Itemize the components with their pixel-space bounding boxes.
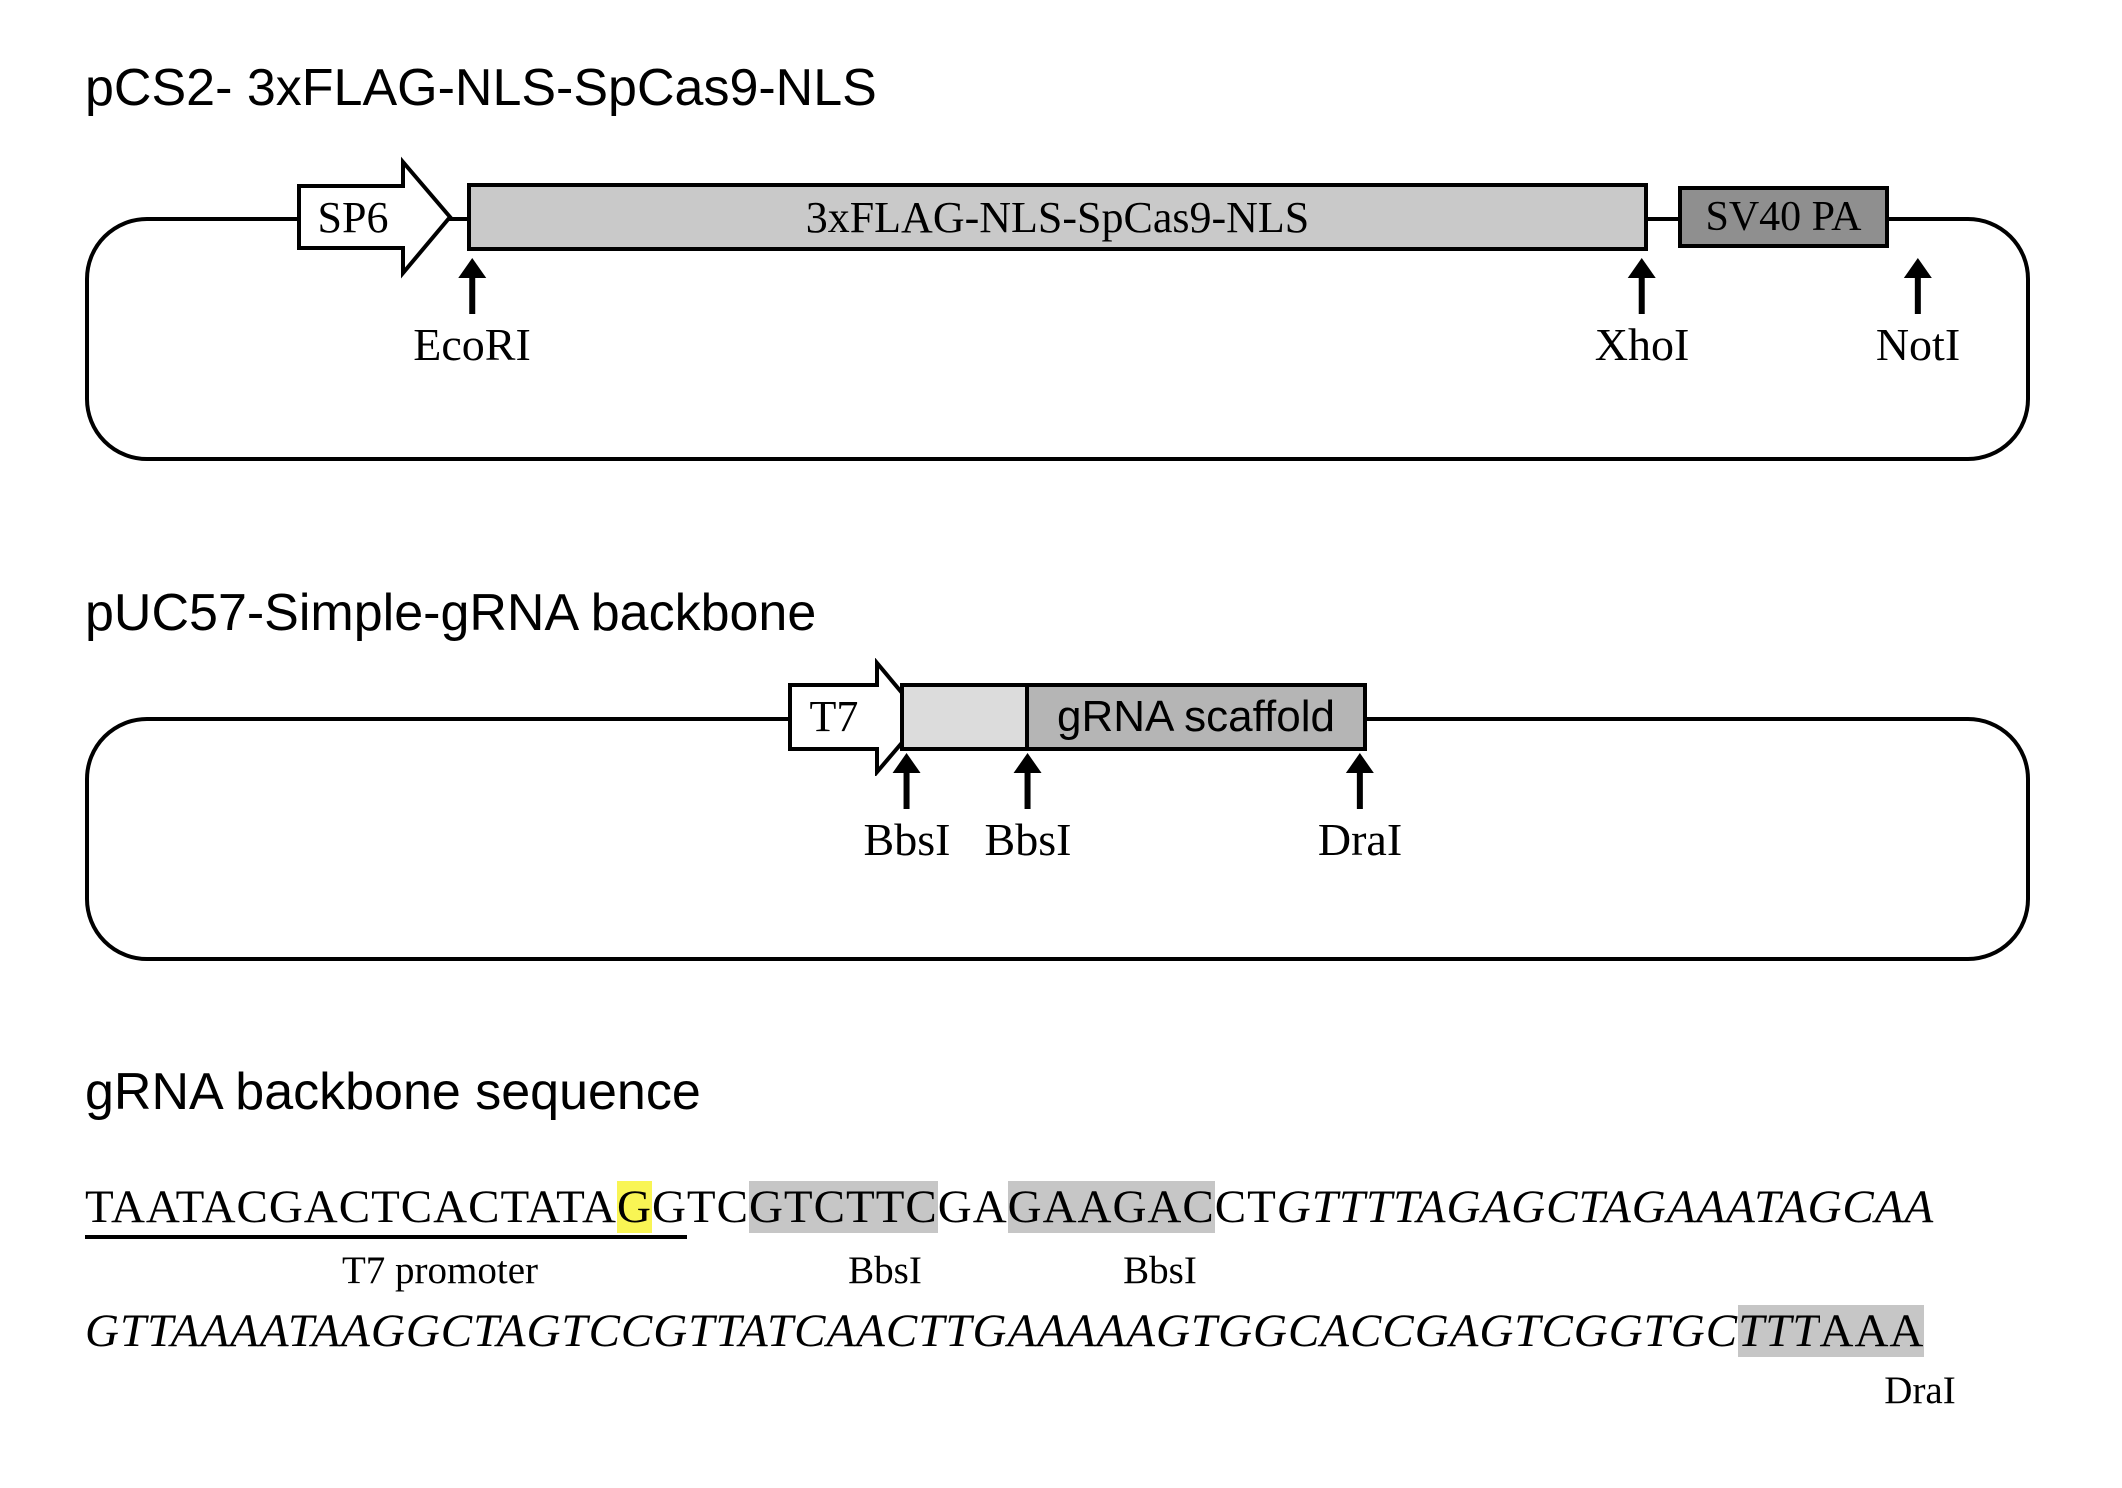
sv40-pa-box: SV40 PA <box>1678 186 1889 248</box>
linker-sequence: GA <box>937 1181 1008 1233</box>
drai-annotation: DraI <box>1884 1369 1956 1412</box>
cas9-gene-box: 3xFLAG-NLS-SpCas9-NLS <box>467 183 1648 251</box>
grna-scaffold-box: gRNA scaffold <box>1025 683 1367 751</box>
restriction-site-ecori: EcoRI <box>413 258 531 371</box>
bbsi-site-1-sequence: GTCTTC <box>748 1181 938 1233</box>
up-arrow-icon <box>893 753 921 809</box>
sv40-pa-label: SV40 PA <box>1705 194 1862 240</box>
restriction-site-label: EcoRI <box>413 319 531 370</box>
restriction-site-drai: DraI <box>1318 753 1402 866</box>
restriction-site-xhoi: XhoI <box>1594 258 1690 371</box>
up-arrow-icon <box>1903 258 1932 314</box>
drai-site-sequence-plain: AAA <box>1819 1305 1925 1357</box>
restriction-site-bbsi-2: BbsI <box>984 753 1072 866</box>
sequence-section-title: gRNA backbone sequence <box>85 1063 701 1121</box>
scaffold-sequence-start: GTTTTAGAGCTAGAAATAGCAA <box>1276 1181 1935 1233</box>
restriction-site-label: BbsI <box>984 814 1072 865</box>
t7-promoter-sequence: TAATACGACTCACTATAGG <box>85 1181 687 1239</box>
t7-promoter-suffix: G <box>651 1181 687 1233</box>
restriction-site-label: XhoI <box>1594 319 1690 370</box>
scaffold-sequence-continued: GTTAAAATAAGGCTAGTCCGTTATCAACTTGAAAAAGTGG… <box>85 1305 1739 1357</box>
grna-scaffold-label: gRNA scaffold <box>1056 692 1335 741</box>
restriction-site-noti: NotI <box>1876 258 1960 371</box>
sp6-promoter-label: SP6 <box>317 192 389 242</box>
plasmid2-title: pUC57-Simple-gRNA backbone <box>85 584 817 642</box>
up-arrow-icon <box>1346 753 1374 809</box>
t7-promoter-label: T7 <box>809 691 859 741</box>
linker-sequence: TC <box>686 1181 749 1233</box>
bbsi-site-2-sequence: GAAGAC <box>1007 1181 1215 1233</box>
restriction-site-bbsi-1: BbsI <box>863 753 951 866</box>
sequence-line-2: GTTAAAATAAGGCTAGTCCGTTATCAACTTGAAAAAGTGG… <box>85 1302 1925 1360</box>
t7-promoter-annotation: T7 promoter <box>341 1249 539 1292</box>
transcription-start-g: G <box>617 1181 652 1233</box>
t7-promoter-prefix: TAATACGACTCACTATA <box>85 1181 618 1233</box>
plasmid1-title: pCS2- 3xFLAG-NLS-SpCas9-NLS <box>85 59 877 117</box>
up-arrow-icon <box>1014 753 1042 809</box>
restriction-site-label: BbsI <box>863 814 951 865</box>
up-arrow-icon <box>1627 258 1656 314</box>
drai-site-sequence-italic: TTT <box>1738 1305 1820 1357</box>
bbsi-annotation-2: BbsI <box>1123 1249 1197 1292</box>
cas9-gene-label: 3xFLAG-NLS-SpCas9-NLS <box>805 192 1310 242</box>
bbsi-annotation-1: BbsI <box>848 1249 922 1292</box>
sp6-promoter-arrow-icon <box>297 156 453 279</box>
restriction-site-label: DraI <box>1317 814 1403 865</box>
linker-sequence: CT <box>1214 1181 1277 1233</box>
restriction-site-label: NotI <box>1875 319 1961 370</box>
sequence-line-1: TAATACGACTCACTATAGGTCGTCTTCGAGAAGACCTGTT… <box>85 1178 1935 1239</box>
grna-spacer-cloning-box <box>900 683 1029 751</box>
up-arrow-icon <box>457 258 486 314</box>
